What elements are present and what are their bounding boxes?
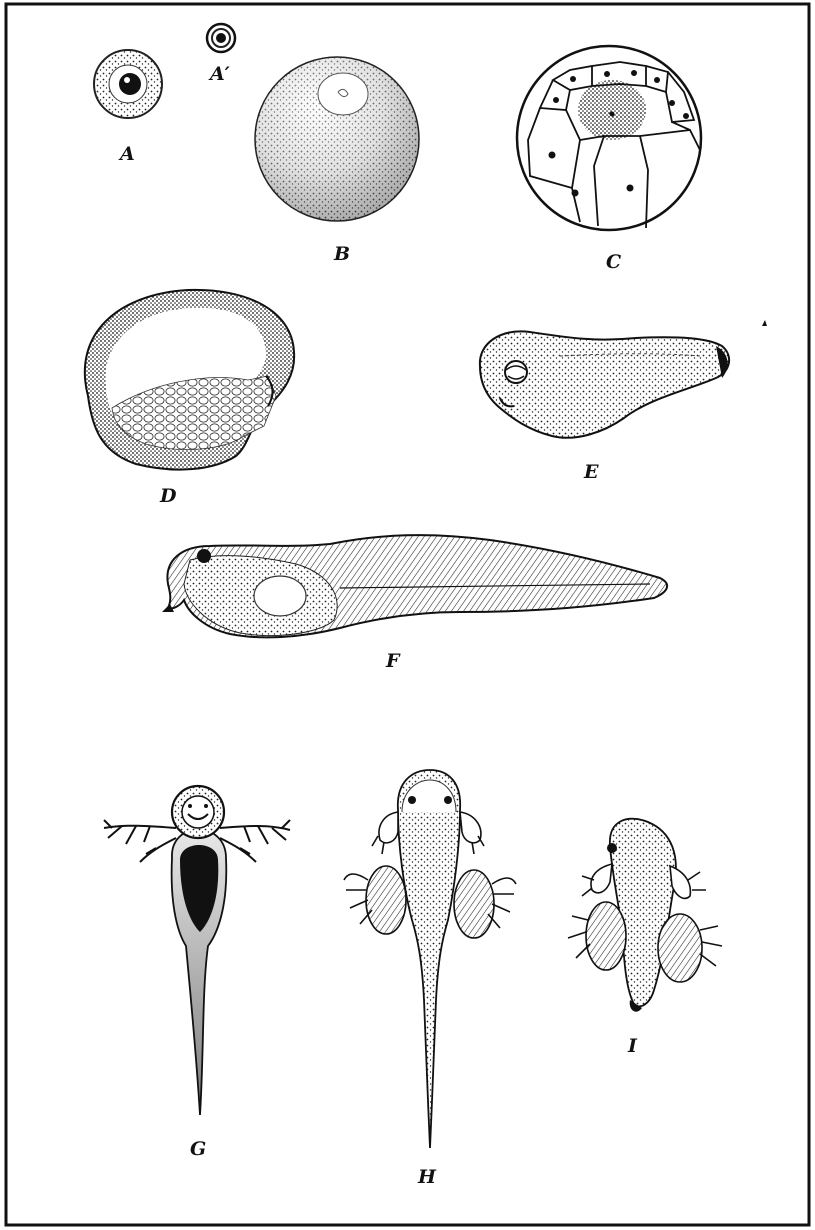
label-h: H: [417, 1166, 437, 1188]
figure-b-egg: [255, 57, 419, 221]
figure-a-prime-egg: [207, 24, 235, 52]
label-b: B: [333, 243, 350, 265]
label-a-prime: A′: [208, 63, 230, 85]
figure-a-egg: [94, 50, 162, 118]
label-g: G: [190, 1138, 206, 1160]
label-d: D: [159, 485, 177, 507]
label-f: F: [385, 650, 401, 672]
label-a: A: [118, 143, 135, 165]
label-c: C: [606, 251, 621, 273]
label-e: E: [583, 461, 599, 483]
figure-c-blastula: [517, 46, 701, 230]
label-i: I: [627, 1035, 638, 1057]
